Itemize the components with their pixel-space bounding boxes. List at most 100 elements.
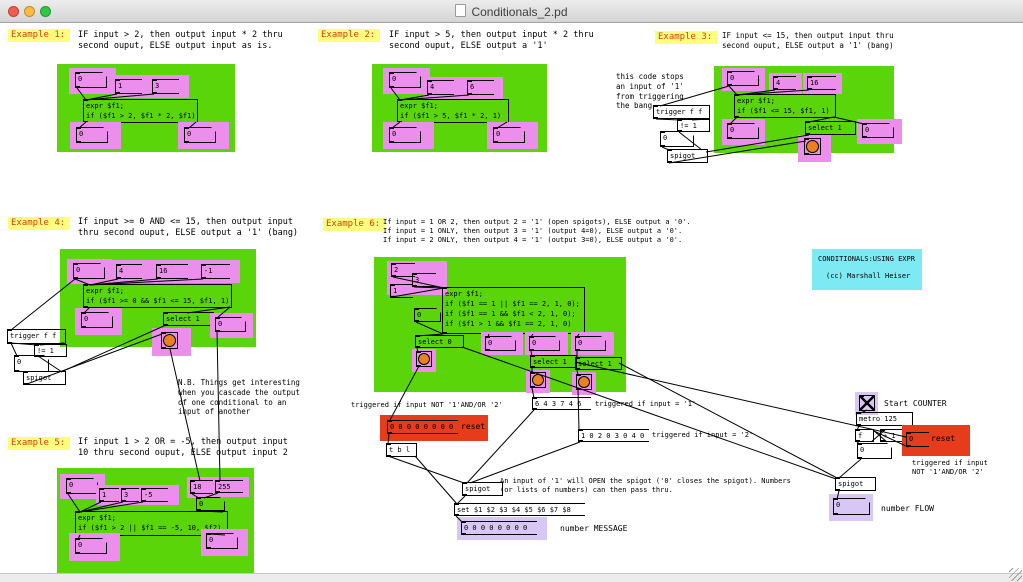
ex5-msg-255[interactable]: 255 xyxy=(215,480,243,493)
ex1-msg-1[interactable]: 1 xyxy=(115,79,142,94)
counter-f[interactable]: f xyxy=(855,429,874,442)
ex2-expr[interactable]: expr $f1; if ($f1 > 5, $f1 * 2, 1) xyxy=(397,99,509,123)
ex4-out-number[interactable]: 0 xyxy=(81,312,113,328)
ex5-msg-neg5[interactable]: -5 xyxy=(141,488,168,502)
close-button[interactable] xyxy=(8,6,19,17)
counter-spigot[interactable]: spigot xyxy=(835,477,876,491)
ex6-spigot-note: An input of '1' will OPEN the spigot ('0… xyxy=(500,477,791,495)
highlight xyxy=(487,122,538,149)
zoom-button[interactable] xyxy=(40,6,51,17)
ex5-msg-18[interactable]: 18 xyxy=(190,480,215,494)
ex4-right-number[interactable]: 0 xyxy=(215,317,246,332)
ex1-label: Example 1: xyxy=(8,29,70,42)
ex1-expr[interactable]: expr $f1; if ($f1 > 2, $f1 * 2, $f1) xyxy=(83,99,198,123)
ex5-msg-1[interactable]: 1 xyxy=(99,488,124,502)
resize-handle-icon[interactable] xyxy=(1009,568,1022,581)
ex6-list-msg-1[interactable]: 6 4 3 7 4 6 xyxy=(532,397,591,410)
ex6-bang-1[interactable] xyxy=(416,351,432,367)
ex6-select-0[interactable]: select 0 xyxy=(415,335,464,348)
credits-panel xyxy=(812,249,922,290)
highlight xyxy=(803,73,842,94)
ex4-msg-4[interactable]: 4 xyxy=(116,264,142,279)
ex5-input-number[interactable]: 0 xyxy=(66,478,98,494)
ex4-gate-number[interactable]: 0 xyxy=(14,355,49,372)
ex3-trigger[interactable]: trigger f f xyxy=(653,105,710,119)
ex2-out-left-number[interactable]: 0 xyxy=(389,127,421,143)
ex3-gate-number[interactable]: 0 xyxy=(660,131,694,147)
highlight xyxy=(70,122,121,149)
ex6-if2-note: triggered if input = '2' xyxy=(652,431,754,439)
ex1-msg-3[interactable]: 3 xyxy=(152,79,179,94)
highlight xyxy=(197,260,240,283)
ex6-message-msg[interactable]: 0 0 0 0 0 0 0 0 xyxy=(461,521,537,535)
ex6-reset-msg[interactable]: 0 0 0 0 0 0 0 0 xyxy=(387,420,458,434)
ex6-msg-2[interactable]: 2 xyxy=(391,263,415,277)
ex5-out-right-number[interactable]: 0 xyxy=(206,533,238,549)
ex3-out-number[interactable]: 0 xyxy=(727,123,759,139)
ex6-if1-note: triggered if input = '1' xyxy=(595,400,697,408)
patch-canvas: Example 1:IF input > 2, then output inpu… xyxy=(0,22,1023,574)
ex4-expr[interactable]: expr $f1; if ($f1 >= 0 && $f1 <= 15, $f1… xyxy=(83,284,232,308)
ex6-msg-1[interactable]: 1 xyxy=(390,284,413,298)
counter-number[interactable]: 0 xyxy=(857,443,892,459)
ex3-input-number[interactable]: 0 xyxy=(727,71,759,86)
ex2-msg-4[interactable]: 4 xyxy=(427,80,454,95)
counter-reset-note: reset xyxy=(931,434,956,443)
ex3-select[interactable]: select 1 xyxy=(805,121,856,135)
ex6-select-1a[interactable]: select 1 xyxy=(530,355,577,368)
ex6-input-number[interactable]: 0 xyxy=(414,308,441,322)
ex6-number-2[interactable]: 0 xyxy=(529,336,560,351)
highlight xyxy=(152,260,197,283)
ex6-number-1[interactable]: 0 xyxy=(485,336,516,351)
ex5-out-left-number[interactable]: 0 xyxy=(75,538,107,554)
ex6-expr[interactable]: expr $f1; if ($f1 == 1 || $f1 == 2, 1, 0… xyxy=(442,287,585,334)
ex6-label: Example 6: xyxy=(323,218,385,231)
ex1-out-right-number[interactable]: 0 xyxy=(184,127,216,143)
ex6-set-msg[interactable]: set $1 $2 $3 $4 $5 $6 $7 $8 xyxy=(454,503,585,516)
ex6-bang-3[interactable] xyxy=(576,374,592,390)
highlight xyxy=(139,485,179,505)
ex3-right-number[interactable]: 0 xyxy=(862,123,894,138)
ex6-tbl[interactable]: t b l xyxy=(386,443,417,457)
ex6-list-msg-2[interactable]: 1 0 2 0 3 0 4 0 xyxy=(578,429,649,442)
ex6-spigot[interactable]: spigot xyxy=(462,482,503,496)
counter-start-note: Start COUNTER xyxy=(884,399,947,408)
counter-reset-msg[interactable]: 0 xyxy=(906,432,929,447)
ex2-input-number[interactable]: 0 xyxy=(389,72,421,88)
ex2-out-right-number[interactable]: 0 xyxy=(493,127,525,143)
ex6-number-3[interactable]: 0 xyxy=(575,336,606,351)
ex2-msg-6[interactable]: 6 xyxy=(467,80,494,95)
ex1-input-number[interactable]: 0 xyxy=(75,72,107,88)
ex4-input-number[interactable]: 0 xyxy=(73,263,105,279)
ex4-spigot[interactable]: spigot xyxy=(23,371,66,385)
ex6-select-1b[interactable]: select 1 xyxy=(575,357,622,370)
ex5-second-number[interactable]: 0 xyxy=(196,497,225,511)
ex6-bang-2[interactable] xyxy=(530,372,546,388)
ex2-label: Example 2: xyxy=(318,29,380,42)
counter-flow-number[interactable]: 0 xyxy=(833,498,870,515)
ex4-select[interactable]: select 1 xyxy=(163,312,214,326)
ex3-bang[interactable] xyxy=(804,138,821,155)
bang-circle-icon xyxy=(806,140,819,153)
ex6-msg-3[interactable]: 3 xyxy=(412,273,436,287)
ex4-trigger[interactable]: trigger f f xyxy=(7,329,66,344)
ex5-expr[interactable]: expr $f1; if ($f1 > 2 || $f1 == -5, 10, … xyxy=(75,511,228,536)
highlight xyxy=(178,122,229,149)
minimize-button[interactable] xyxy=(24,6,35,17)
ex3-desc: IF input <= 15, then output input thru s… xyxy=(722,31,894,50)
counter-toggle[interactable] xyxy=(859,395,875,411)
ex4-msg-16[interactable]: 16 xyxy=(156,264,188,279)
counter-metro[interactable]: metro 125 xyxy=(856,412,913,426)
ex3-spigot[interactable]: spigot xyxy=(667,149,708,163)
ex3-expr[interactable]: expr $f1; if ($f1 <= 15, $f1, 1) xyxy=(734,94,836,118)
credits-title: CONDITIONALS:USING EXPR xyxy=(818,255,915,263)
ex3-neq[interactable]: != 1 xyxy=(677,119,710,132)
ex5-msg-3[interactable]: 3 xyxy=(121,488,144,502)
ex3-msg-4[interactable]: 4 xyxy=(773,76,796,90)
ex1-out-left-number[interactable]: 0 xyxy=(76,127,108,143)
highlight xyxy=(69,533,120,561)
ex4-msg-neg1[interactable]: -1 xyxy=(201,264,230,279)
ex4-bang[interactable] xyxy=(161,332,178,349)
ex3-msg-16[interactable]: 16 xyxy=(807,76,836,90)
window-title-area: Conditionals_2.pd xyxy=(0,4,1023,19)
